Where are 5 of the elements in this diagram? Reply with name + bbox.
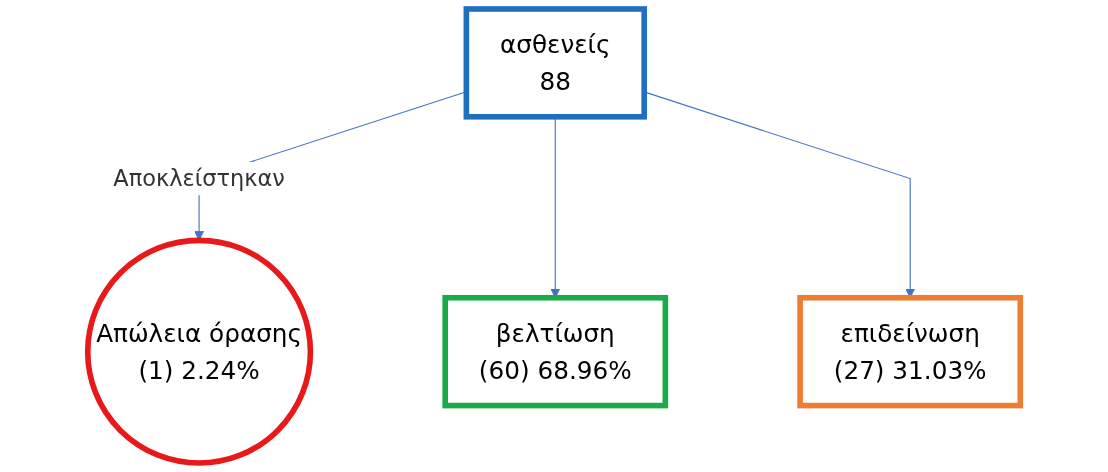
- node-box: ασθενείς 88: [463, 6, 647, 120]
- edge-label: Αποκλείστηκαν: [113, 165, 285, 193]
- node-box: βελτίωση (60) 68.96%: [442, 294, 669, 409]
- node-box: επιδείνωση (27) 31.03%: [797, 294, 1024, 409]
- node-circle: Απώλεια όρασης (1) 2.24%: [84, 237, 314, 466]
